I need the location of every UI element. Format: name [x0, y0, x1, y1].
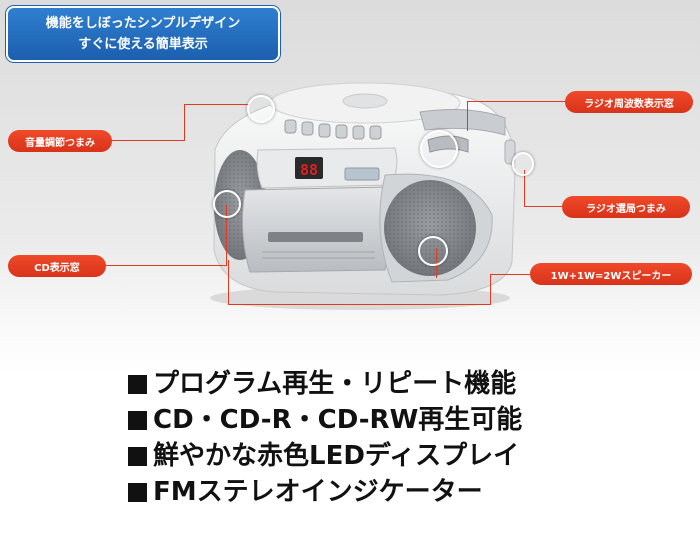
square-bullet-icon — [128, 447, 147, 466]
leader-tuning-v — [524, 170, 525, 206]
feature-item: 鮮やかな赤色LEDディスプレイ — [128, 438, 522, 474]
header-banner: 機能をしぼったシンプルデザイン すぐに使える簡単表示 — [6, 6, 280, 62]
leader-freq-h — [467, 101, 565, 102]
leader-speaker-v — [490, 274, 491, 304]
led-display-digits: 88 — [300, 161, 318, 179]
leader-speaker-h2 — [490, 274, 530, 275]
leader-volume-v — [184, 104, 185, 141]
callout-volume-knob: 音量調節つまみ — [8, 130, 112, 152]
square-bullet-icon — [128, 483, 147, 502]
leader-speaker-bottom — [228, 304, 491, 305]
leader-volume-h2 — [184, 104, 250, 105]
header-line-1: 機能をしぼったシンプルデザイン — [45, 16, 241, 31]
feature-list: プログラム再生・リピート機能 CD・CD-R・CD-RW再生可能 鮮やかな赤色L… — [128, 366, 522, 510]
square-bullet-icon — [128, 375, 147, 394]
square-bullet-icon — [128, 411, 147, 430]
callout-cd-display: CD表示窓 — [8, 255, 106, 277]
feature-item: CD・CD-R・CD-RW再生可能 — [128, 402, 522, 438]
callout-tuning-knob: ラジオ選局つまみ — [562, 196, 690, 218]
volume-knob-ring — [247, 95, 275, 123]
callout-speaker: 1W+1W=2Wスピーカー — [530, 263, 692, 285]
tuning-knob-ring — [512, 152, 534, 176]
feature-item: FMステレオインジケーター — [128, 474, 522, 510]
leader-tuning-h — [524, 206, 562, 207]
feature-item: プログラム再生・リピート機能 — [128, 366, 522, 402]
leader-cd-h — [106, 265, 226, 266]
speaker-ring — [418, 236, 448, 266]
leader-speaker-left — [228, 260, 229, 305]
callout-radio-frequency-window: ラジオ周波数表示窓 — [565, 91, 693, 113]
cd-display-ring — [213, 190, 241, 218]
leader-cd-v — [226, 205, 227, 266]
freq-window-ring — [420, 130, 458, 168]
leader-volume-h — [112, 140, 184, 141]
leader-freq-v — [467, 101, 468, 131]
header-line-2: すぐに使える簡単表示 — [78, 37, 208, 52]
